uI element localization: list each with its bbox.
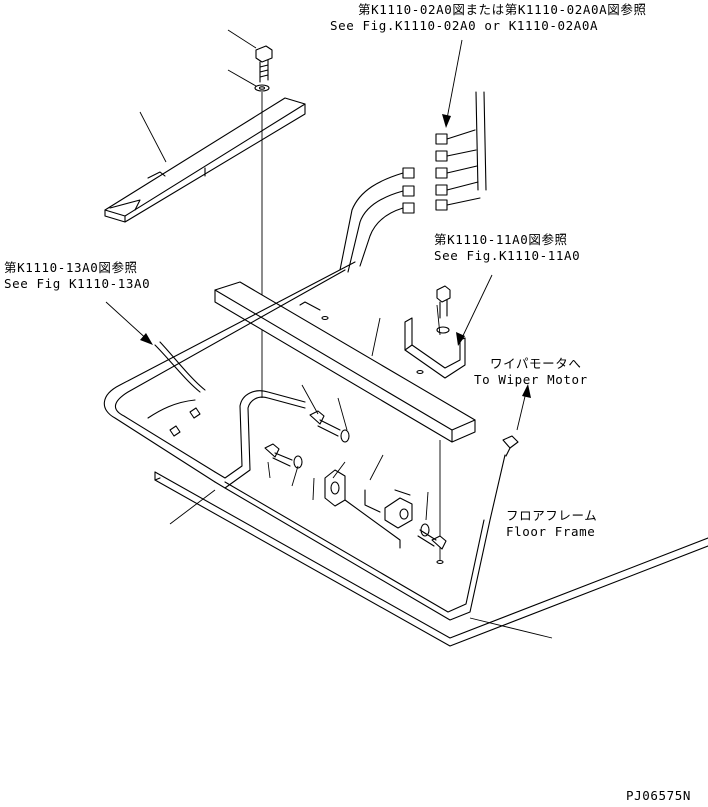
ref-13a0-en: See Fig K1110-13A0 xyxy=(4,276,151,291)
wiper-connector xyxy=(502,435,519,457)
drawing-code: PJ06575N xyxy=(626,788,692,803)
floor-frame-plate xyxy=(154,471,708,647)
floor-frame-label-en: Floor Frame xyxy=(506,524,596,539)
ref-02a0-jp: 第K1110-02A0図または第K1110-02A0A図参照 xyxy=(358,2,647,17)
wiper-label-en: To Wiper Motor xyxy=(474,372,588,387)
harness-upper xyxy=(339,172,404,273)
top-cover-bar xyxy=(104,97,306,223)
main-crossbar xyxy=(214,281,476,443)
wiper-label-jp: ワイパモータへ xyxy=(490,356,582,371)
ref-11a0-jp: 第K1110-11A0図参照 xyxy=(434,232,568,247)
upper-bolt xyxy=(254,45,273,92)
harness-inner xyxy=(147,341,206,437)
reference-arrows xyxy=(105,39,531,431)
harness-loop xyxy=(103,261,506,621)
clamp-plates xyxy=(324,469,413,549)
leader-lines xyxy=(139,29,553,639)
floor-frame-label-jp: フロアフレーム xyxy=(506,508,598,523)
ref-13a0-jp: 第K1110-13A0図参照 xyxy=(4,260,138,275)
middle-hardware xyxy=(264,410,447,565)
connector-group xyxy=(402,91,487,214)
ref-02a0-en: See Fig.K1110-02A0 or K1110-02A0A xyxy=(330,18,599,33)
ref-11a0-en: See Fig.K1110-11A0 xyxy=(434,248,581,263)
